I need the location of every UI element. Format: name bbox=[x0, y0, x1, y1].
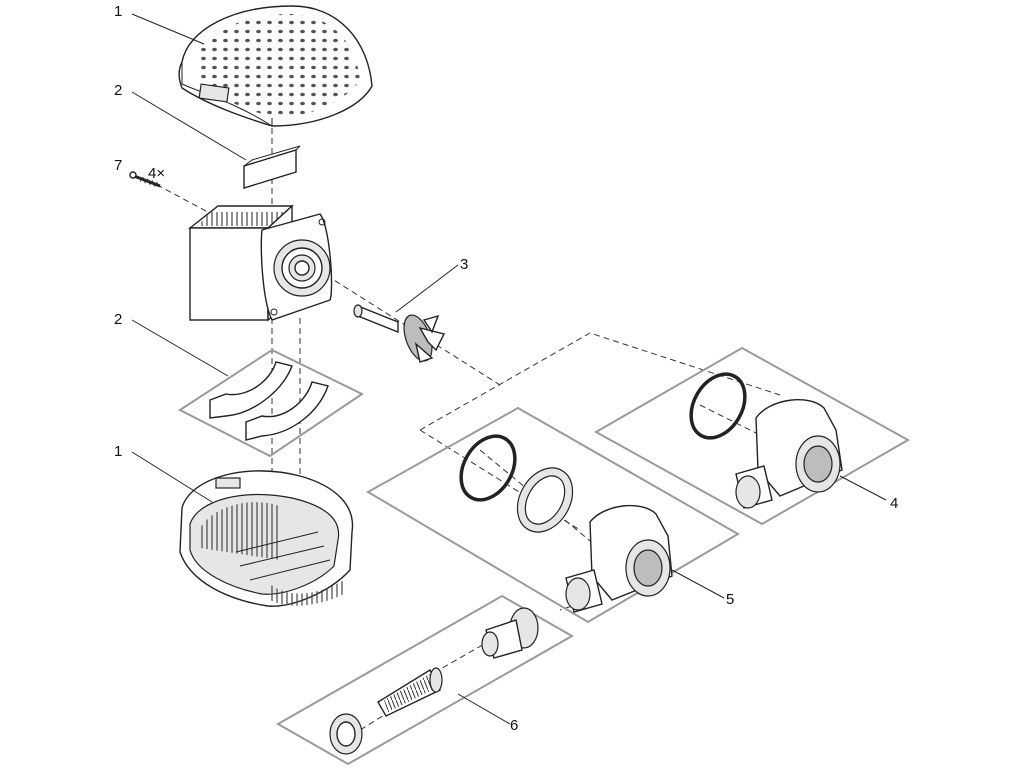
outlet-adapter-group-4 bbox=[593, 346, 911, 526]
bottom-filter-housing bbox=[179, 470, 354, 607]
callout-5: 5 bbox=[726, 591, 734, 608]
screw bbox=[129, 171, 161, 188]
callout-2-bottom: 2 bbox=[114, 311, 122, 328]
callout-7-quantity: 4× bbox=[148, 165, 165, 182]
callout-1-top: 1 bbox=[114, 3, 122, 20]
leader-lines bbox=[131, 13, 887, 725]
bottom-gasket-group bbox=[178, 348, 364, 458]
callout-7: 7 bbox=[114, 157, 122, 174]
top-foam-gasket bbox=[243, 145, 301, 189]
top-filter-cover bbox=[178, 5, 373, 127]
callout-2-top: 2 bbox=[114, 82, 122, 99]
pump-motor-block bbox=[187, 204, 333, 322]
impeller-rotor bbox=[353, 304, 446, 363]
callout-labels: 1 2 7 4× 3 2 1 4 5 6 bbox=[114, 3, 898, 734]
callout-3: 3 bbox=[460, 256, 468, 273]
callout-6: 6 bbox=[510, 717, 518, 734]
callout-4: 4 bbox=[890, 495, 898, 512]
outlet-adapter-group-5 bbox=[365, 406, 740, 624]
hose-connector-group-6 bbox=[275, 594, 575, 766]
callout-1-bottom: 1 bbox=[114, 443, 122, 460]
